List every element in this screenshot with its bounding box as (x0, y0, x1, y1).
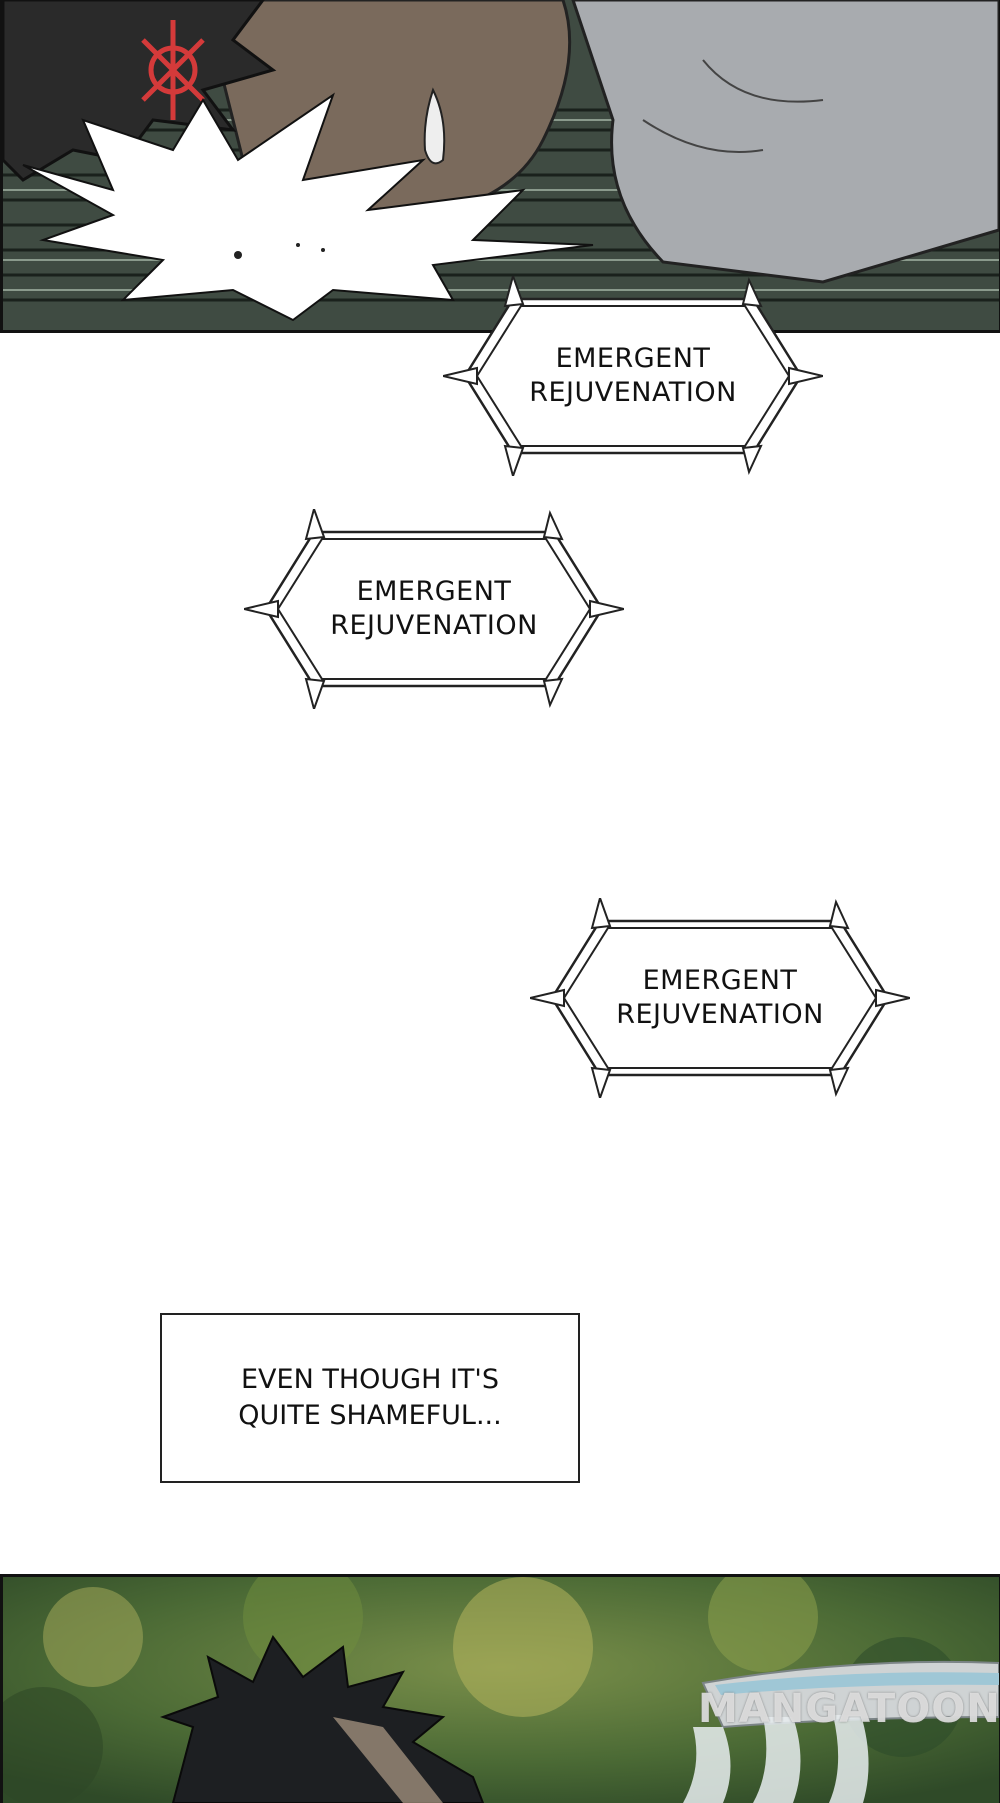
hexagon-bubble-shape (530, 898, 910, 1098)
bubble-text: EMERGENT REJUVENATION (330, 576, 538, 641)
bottom-panel-illustration (3, 1577, 999, 1803)
mangatoon-watermark: MANGATOON (698, 1686, 1000, 1732)
bubble-text: EMERGENT REJUVENATION (616, 965, 824, 1030)
effect-bubble: EMERGENT REJUVENATION (530, 898, 910, 1098)
effect-bubble: EMERGENT REJUVENATION (244, 509, 624, 709)
effect-bubble: EMERGENT REJUVENATION (443, 276, 823, 476)
top-panel-illustration (3, 0, 999, 330)
hexagon-bubble-shape (244, 509, 624, 709)
hexagon-bubble-shape (443, 276, 823, 476)
top-comic-panel (0, 0, 1000, 333)
bubble-text: EMERGENT REJUVENATION (529, 343, 737, 408)
narration-caption: EVEN THOUGH IT'S QUITE SHAMEFUL... (160, 1313, 580, 1483)
bottom-comic-panel (0, 1574, 1000, 1803)
